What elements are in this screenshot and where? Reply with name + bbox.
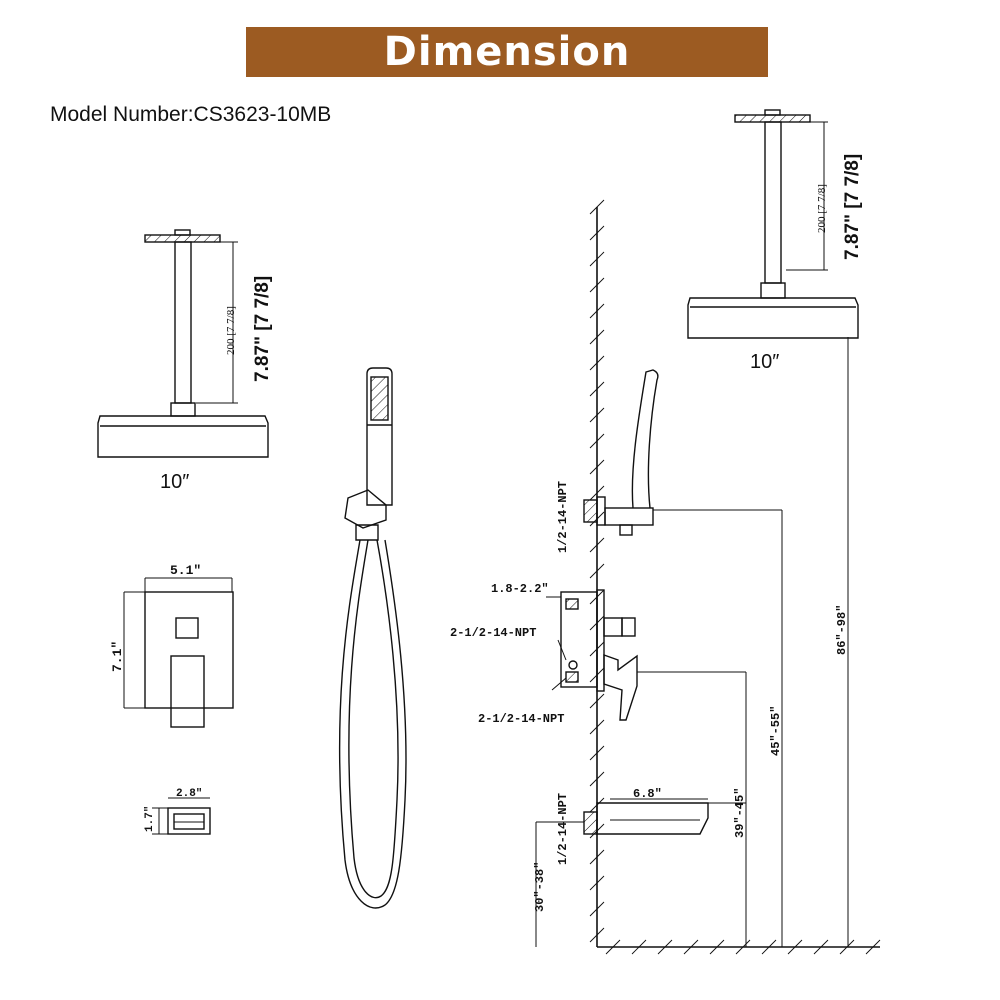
ceiling-flange [144,234,221,243]
plate-height-label: 7.1″ [110,641,125,672]
right-arm-mm-label: 200 [7 7/8] [816,184,828,233]
model-number: Model Number:CS3623-10MB [50,103,332,126]
handheld-holder-side [583,369,782,536]
handheld-height-label: 45″-55″ [769,706,783,756]
left-showerhead [97,229,269,458]
right-showerhead [687,109,859,339]
left-head-width-label: 10″ [160,471,189,493]
title-banner: Dimension [246,27,768,77]
head-height-label: 86″-98″ [835,605,849,655]
npt-top-label: 1/2-14-NPT [556,481,570,553]
valve-trim-plate [123,577,234,728]
npt-mid-label: 2-1/2-14-NPT [450,626,536,640]
diverter-width-label: 2.8″ [176,788,202,800]
wall-section [589,199,881,955]
handheld-shower [338,367,407,909]
depth-label: 1.8-2.2″ [491,582,549,596]
plate-width-label: 5.1″ [170,563,201,578]
spray-face-icon [370,376,389,421]
npt-low-label: 2-1/2-14-NPT [478,712,564,726]
left-arm-inch-label: 7.87" [7 7/8] [252,276,273,382]
diverter-part [152,797,211,835]
page-title: Dimension [383,29,631,75]
ceiling-flange [734,114,811,123]
spout-length-label: 6.8″ [633,787,662,801]
left-arm-mm-label: 200 [7 7/8] [225,306,237,355]
height-dimensions [745,337,849,947]
npt-bottom-label: 1/2-14-NPT [556,793,570,865]
diverter-height-label: 1.7″ [144,806,156,832]
right-arm-inch-label: 7.87" [7 7/8] [842,154,863,260]
lever-handle-icon [170,655,205,728]
right-head-width-label: 10″ [750,351,779,373]
spout-height-label: 30″-38″ [533,862,547,912]
diverter-button-icon [175,617,199,639]
tub-spout-side [535,798,746,947]
valve-body-side [546,589,746,721]
valve-height-label: 39″-45″ [733,788,747,838]
